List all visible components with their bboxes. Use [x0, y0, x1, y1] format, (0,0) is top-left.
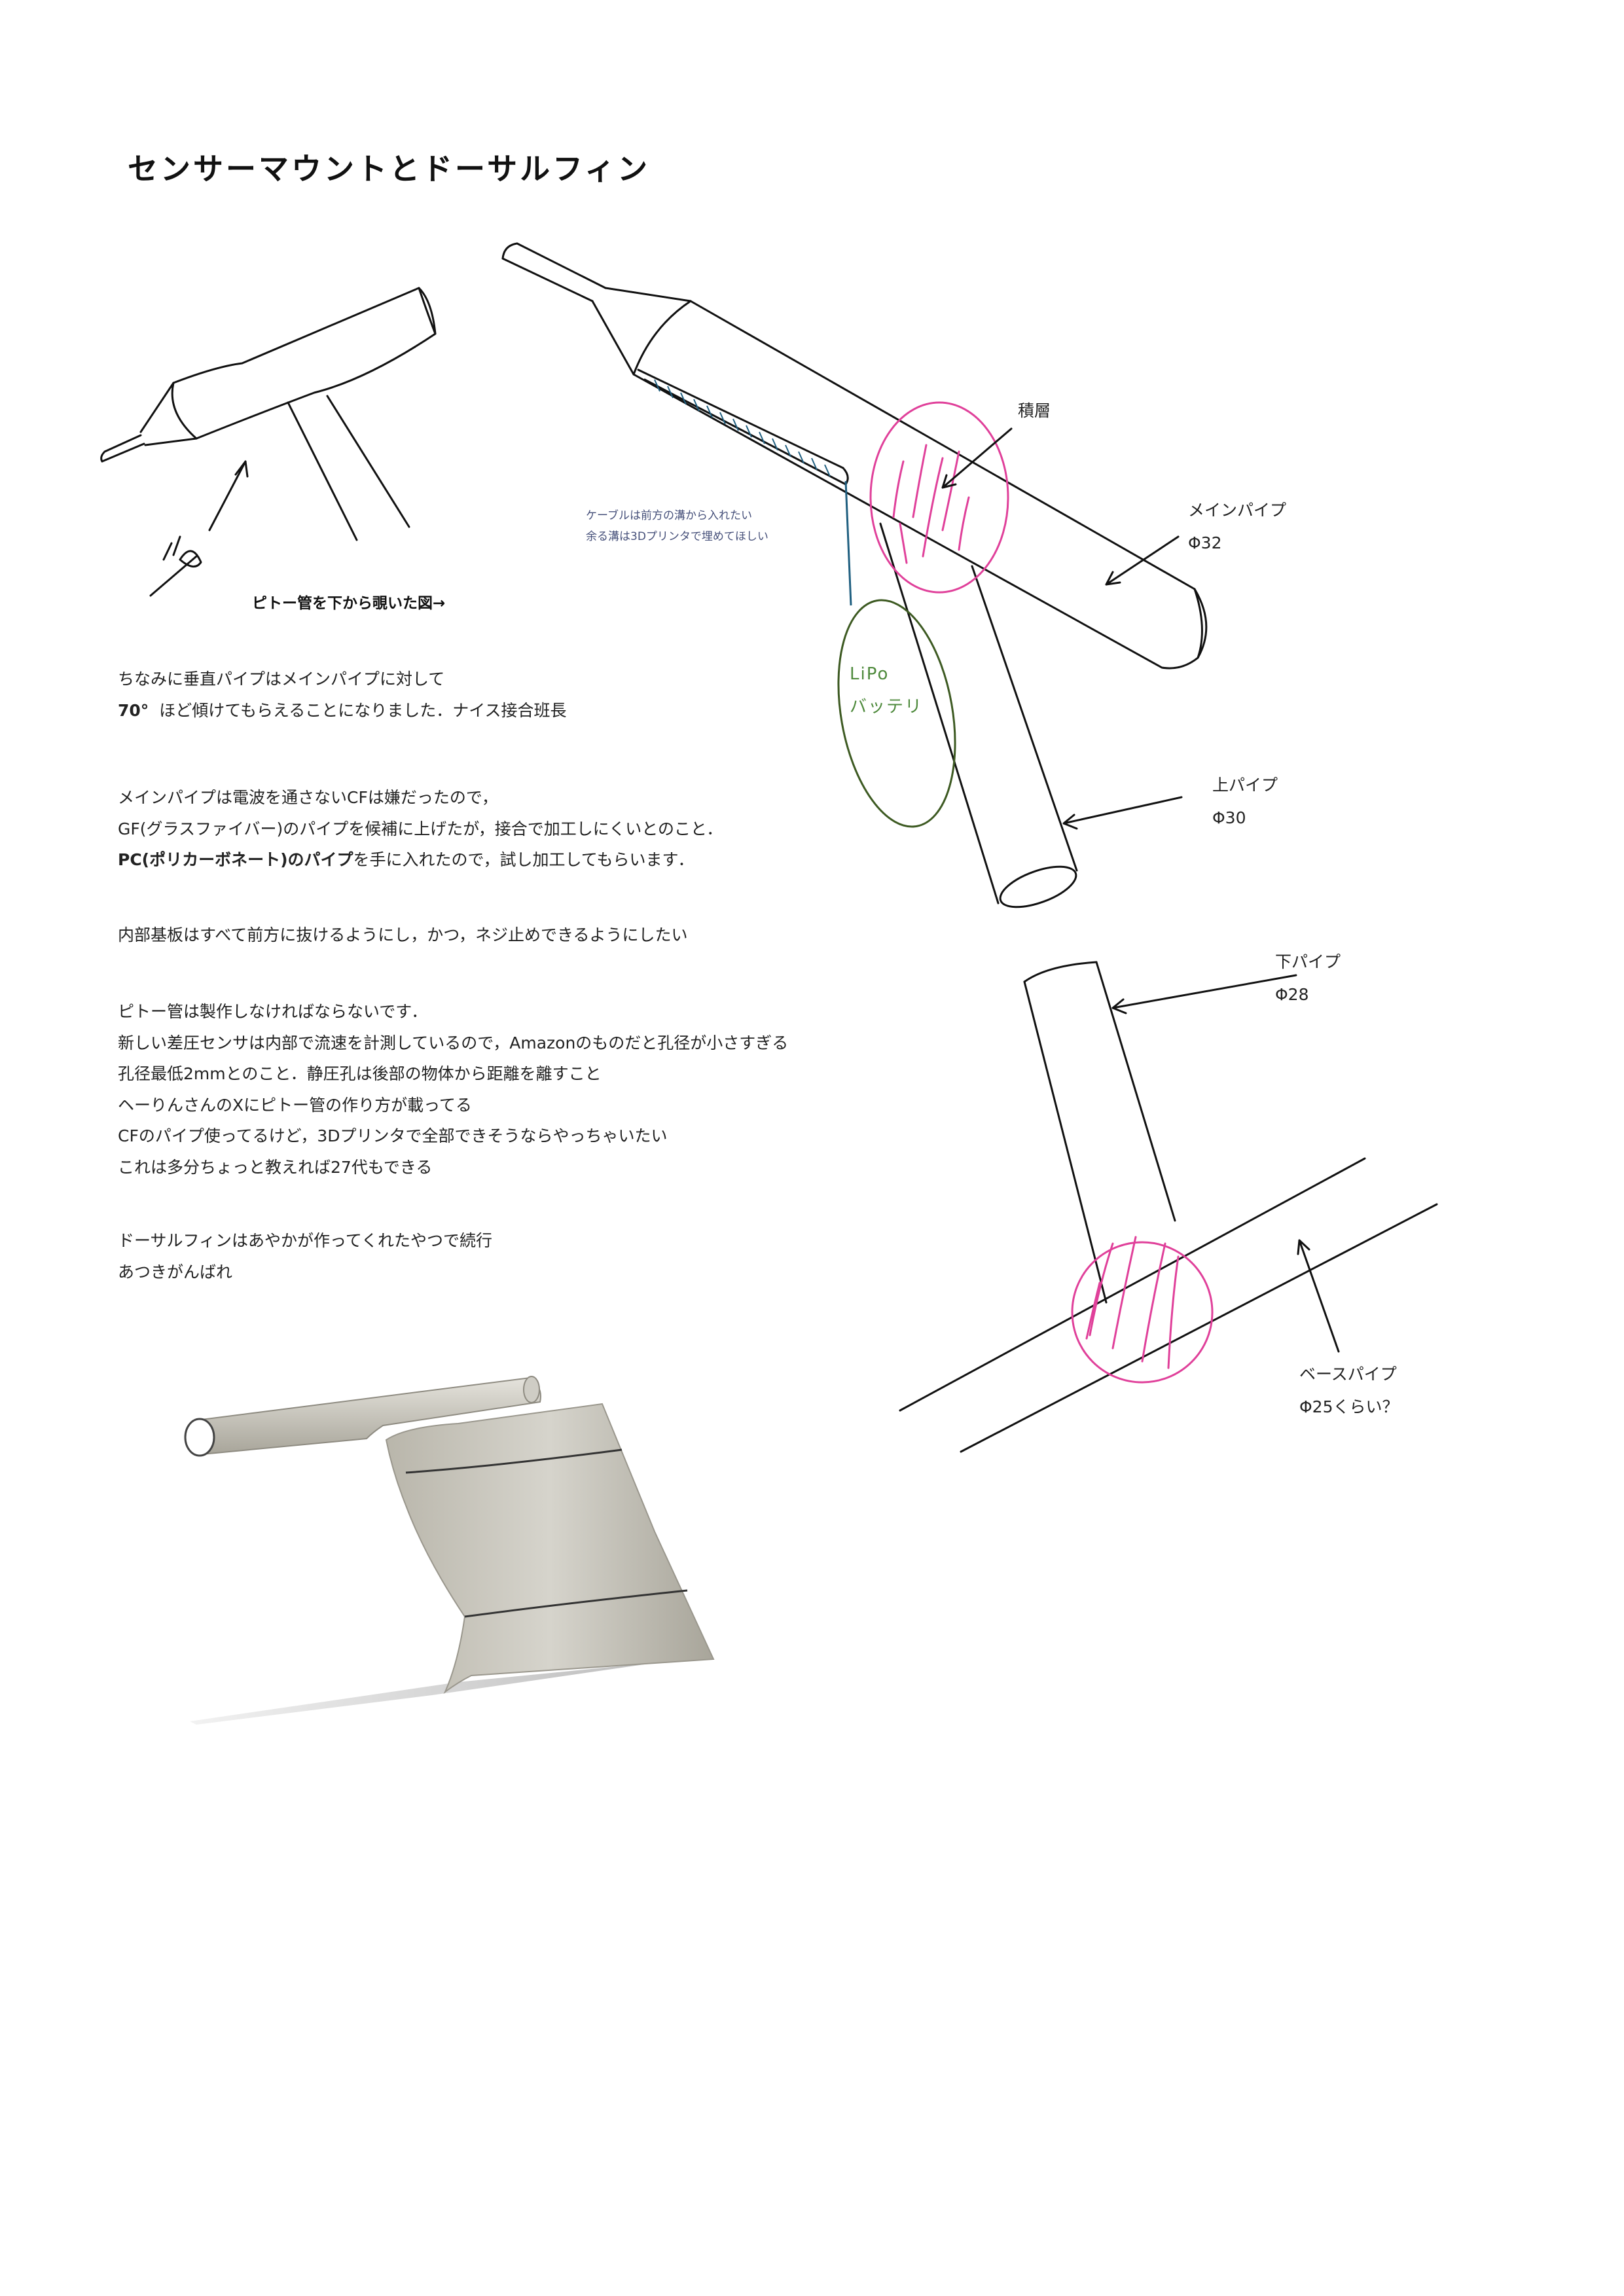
dorsal-note-line: あつきがんばれ	[118, 1262, 233, 1282]
lower-pipe-name: 下パイプ	[1275, 952, 1341, 971]
dorsal-note-line: ドーサルフィンはあやかが作ってくれたやつで続行	[118, 1231, 493, 1250]
view-arrow	[208, 460, 249, 531]
base-pipe-name: ベースパイプ	[1299, 1365, 1397, 1384]
pitot-tip	[100, 434, 145, 463]
main-pipe-outline	[632, 300, 1208, 670]
lower-pipe-sketch	[899, 961, 1438, 1453]
material-note: メインパイプは電波を通さないCFは嫌だったので， GF(グラスファイバー)のパイ…	[118, 782, 723, 876]
lipo-label-line-1: LiPo	[850, 664, 890, 684]
fin-seam-2	[464, 1589, 688, 1618]
main-pipe-label: メインパイプ Φ32	[1188, 494, 1286, 560]
material-note-line-3: PC(ポリカーボネート)のパイプを手に入れたので，試し加工してもらいます．	[118, 844, 723, 876]
fin-tube-opening	[184, 1418, 215, 1457]
upper-pipe-right	[971, 565, 1078, 872]
base-pipe-arrow	[1297, 1239, 1340, 1353]
cable-note-line: 余る溝は3Dプリンタで埋めてほしい	[586, 530, 768, 543]
main-pipe-end	[1193, 588, 1203, 659]
angle-value: 70°	[118, 700, 149, 720]
pitot-note-line: ヘーりんさんのXにピトー管の作り方が載ってる	[118, 1095, 472, 1115]
upper-pipe-name: 上パイプ	[1212, 776, 1278, 795]
base-pipe-dim: Φ25くらい？	[1299, 1397, 1399, 1416]
pitot-end	[418, 287, 437, 335]
upper-pipe-dim: Φ30	[1212, 808, 1246, 827]
pitot-note: ピトー管は製作しなければならないです． 新しい差圧センサは内部で流速を計測してい…	[118, 996, 788, 1183]
lower-pipe-right	[1095, 961, 1176, 1222]
dorsal-fin-render	[184, 1376, 715, 1725]
upper-pipe-left	[879, 522, 1000, 905]
pitot-note-line: ピトー管は製作しなければならないです．	[118, 1002, 428, 1021]
lower-pipe-label: 下パイプ Φ28	[1275, 946, 1341, 1011]
base-pipe-upper	[899, 1157, 1366, 1412]
angle-note-line-2: 70° ほど傾けてもらえることになりました．ナイス接合班長	[118, 695, 566, 726]
angle-note-rest: ほど傾けてもらえることになりました．ナイス接合班長	[159, 700, 567, 720]
main-pipe-taper	[591, 287, 692, 376]
lamination-arrow	[941, 427, 1013, 489]
base-pipe-lower	[960, 1203, 1438, 1453]
cable-pointer-line	[844, 480, 852, 606]
fin-tube-end	[523, 1376, 540, 1403]
material-note-line-1: メインパイプは電波を通さないCFは嫌だったので，	[118, 788, 498, 807]
main-pipe-name: メインパイプ	[1188, 501, 1287, 520]
board-note: 内部基板はすべて前方に抜けるようにし，かつ，ネジ止めできるようにしたい	[118, 920, 688, 951]
dorsal-note: ドーサルフィンはあやかが作ってくれたやつで続行 あつきがんばれ	[118, 1225, 492, 1287]
main-pipe-nozzle	[501, 242, 607, 302]
upper-pipe-arrow	[1062, 796, 1183, 830]
lipo-label-line-2: バッテリ	[850, 697, 924, 717]
board-note-line: 内部基板はすべて前方に抜けるようにし，かつ，ネジ止めできるようにしたい	[118, 925, 688, 944]
cable-groove-hatch	[654, 379, 831, 477]
angle-note-line-1: ちなみに垂直パイプはメインパイプに対して	[118, 670, 445, 689]
label-arrows	[941, 427, 1340, 1353]
cable-note: ケーブルは前方の溝から入れたい 余る溝は3Dプリンタで埋めてほしい	[586, 505, 768, 547]
pitot-note-line: これは多分ちょっと教えれば27代もできる	[118, 1157, 433, 1177]
main-pipe-dim: Φ32	[1188, 533, 1222, 552]
pitot-caption: ピトー管を下から覗いた図→	[252, 595, 446, 612]
page-title: センサーマウントとドーサルフィン	[128, 151, 651, 187]
lipo-battery-ellipse	[837, 599, 956, 828]
angle-note: ちなみに垂直パイプはメインパイプに対して 70° ほど傾けてもらえることになりま…	[118, 664, 566, 726]
lower-pipe-top	[1023, 961, 1098, 983]
main-pipe-arrow	[1105, 535, 1180, 586]
lower-pipe-arrow	[1111, 974, 1297, 1014]
pc-pipe-bold: PC(ポリカーボネート)のパイプ	[118, 850, 353, 869]
pitot-cone	[139, 382, 198, 446]
lamination-label: 積層	[1018, 401, 1051, 420]
pitot-note-line: 孔径最低2mmとのこと．静圧孔は後部の物体から距離を離すこと	[118, 1064, 602, 1083]
fin-seam-1	[405, 1448, 623, 1474]
main-pipe-sketch	[501, 242, 1208, 908]
fin-body	[385, 1403, 715, 1695]
upper-pipe-end	[999, 865, 1077, 908]
material-note-rest: を手に入れたので，試し加工してもらいます．	[353, 850, 695, 869]
lamination-scribble-lower	[1085, 1236, 1180, 1369]
eye-symbol	[149, 535, 202, 597]
base-pipe-label: ベースパイプ Φ25くらい？	[1299, 1358, 1399, 1424]
lamination-scribble-upper	[892, 444, 970, 564]
fin-shadow	[190, 1662, 658, 1725]
lipo-label: LiPo バッテリ	[850, 658, 923, 723]
pitot-note-line: 新しい差圧センサは内部で流速を計測しているので，Amazonのものだと孔径が小さ…	[118, 1033, 789, 1052]
pitot-body	[172, 287, 437, 440]
lower-pipe-left	[1023, 980, 1108, 1304]
upper-pipe-label: 上パイプ Φ30	[1212, 769, 1278, 834]
cable-note-line: ケーブルは前方の溝から入れたい	[586, 509, 752, 522]
pitot-strut	[287, 395, 410, 541]
lower-pipe-dim: Φ28	[1275, 985, 1309, 1004]
lamination-circle-lower	[1071, 1241, 1214, 1384]
pitot-note-line: CFのパイプ使ってるけど，3Dプリンタで全部できそうならやっちゃいたい	[118, 1126, 668, 1145]
material-note-line-2: GF(グラスファイバー)のパイプを候補に上げたが，接合で加工しにくいとのこと．	[118, 819, 723, 838]
lamination-circle-upper	[869, 401, 1009, 594]
pitot-sketch	[100, 287, 437, 597]
